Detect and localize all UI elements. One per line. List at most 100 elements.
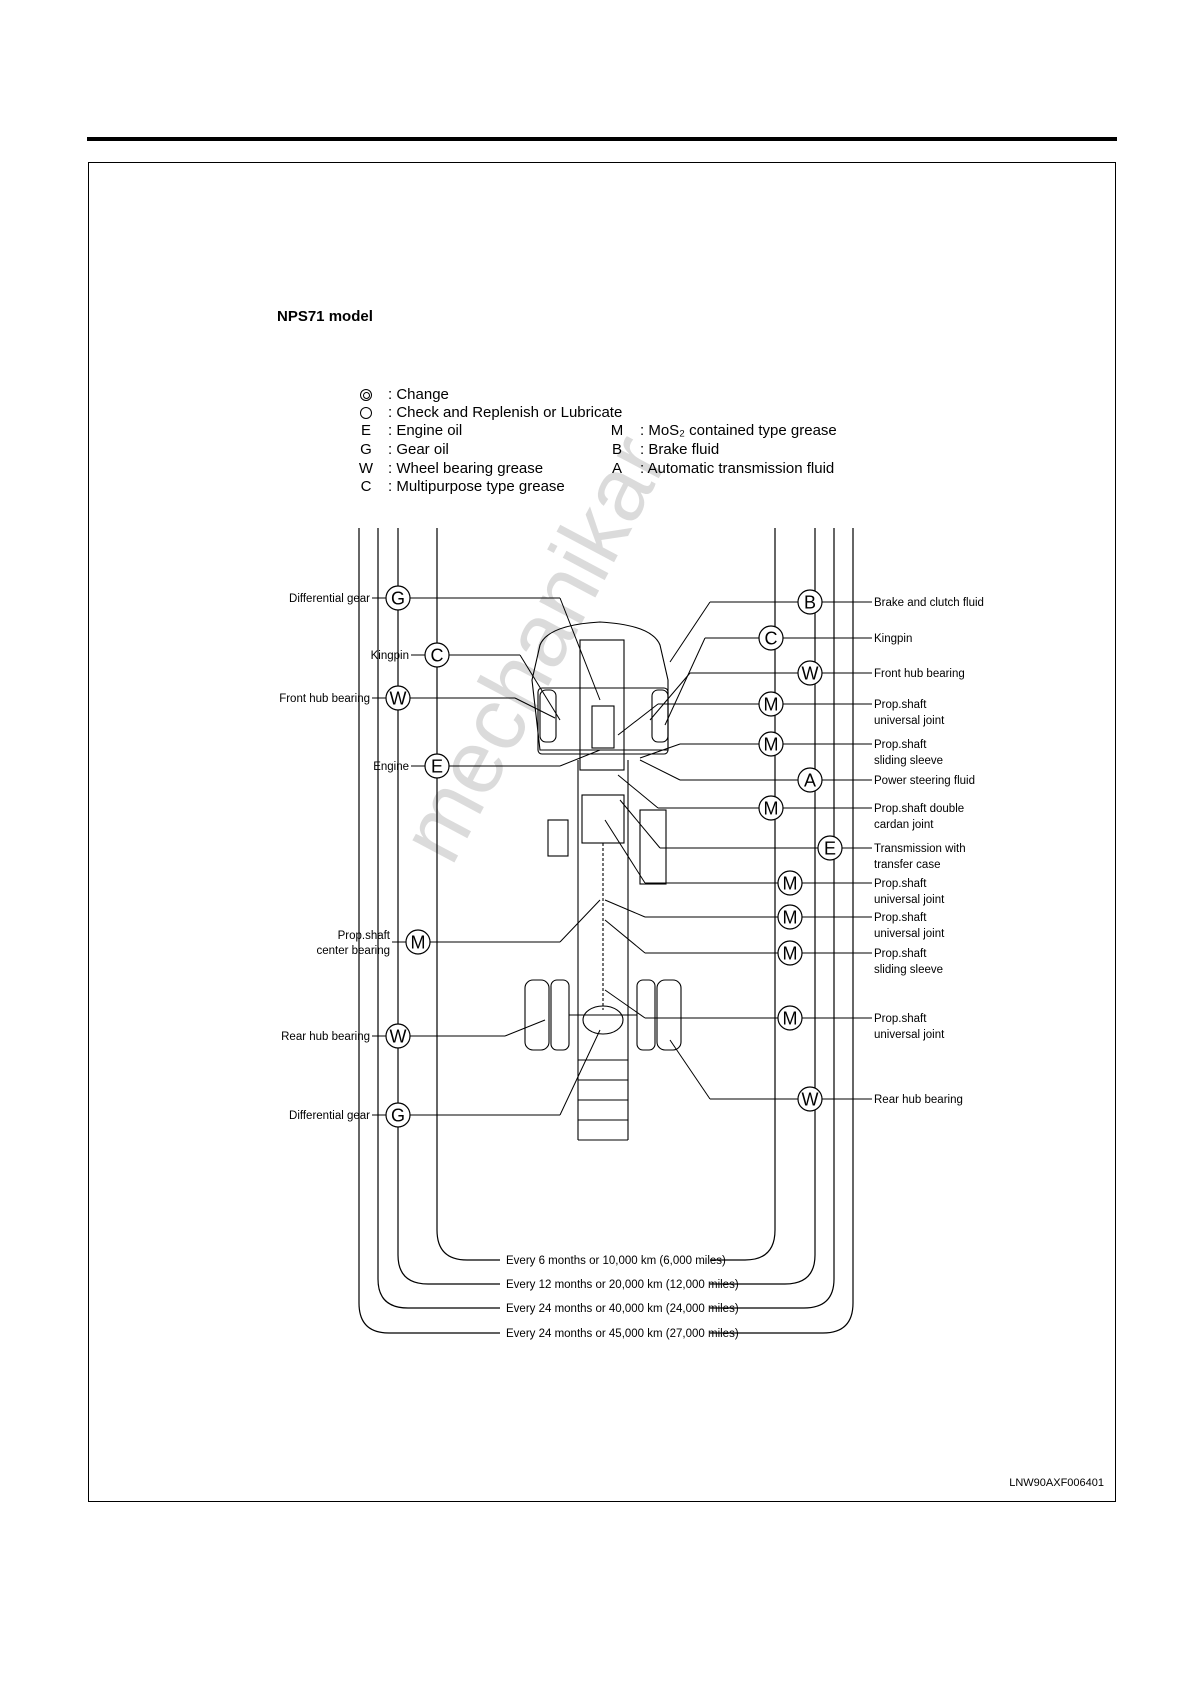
right-point-label: Rear hub bearing	[874, 1094, 963, 1106]
left-point-3: W Front hub bearing	[279, 685, 411, 711]
right-badge-e-circle	[817, 835, 843, 861]
right-badge-a-circle	[797, 767, 823, 793]
right-badge-m-circle	[777, 1005, 803, 1031]
loop-24-months-40000	[377, 528, 835, 1309]
right-badge-c-circle	[758, 625, 784, 651]
loop-12-months	[397, 528, 816, 1285]
right-badge-letter: B	[804, 593, 816, 613]
figure-code: LNW90AXF006401	[1009, 1477, 1104, 1489]
left-badge-letter: W	[390, 689, 407, 709]
rear-differential	[582, 1005, 624, 1035]
legend-wheel-bearing-grease: : Wheel bearing grease	[388, 460, 544, 477]
right-badge-m-circle	[777, 904, 803, 930]
legend-symbol-e: E	[360, 422, 371, 439]
right-point-label: sliding sleeve	[874, 755, 943, 767]
front-wheel-left	[539, 689, 557, 743]
right-point-1: B Brake and clutch fluid	[797, 589, 984, 615]
right-point-label: universal joint	[874, 928, 945, 940]
left-point-label: Rear hub bearing	[281, 1031, 370, 1043]
left-badge-w-circle	[385, 1023, 411, 1049]
engine-block	[579, 639, 625, 771]
front-wheel-right	[651, 689, 669, 743]
left-point-label: center bearing	[316, 945, 390, 957]
rear-wheel-left-outer	[524, 979, 550, 1051]
legend-brake-fluid: : Brake fluid	[640, 441, 720, 458]
left-point-2: C Kingpin	[371, 642, 450, 668]
loop-6-months	[436, 528, 776, 1261]
figure-frame	[88, 162, 1116, 1502]
legend-engine-oil: : Engine oil	[388, 422, 463, 439]
right-point-11: M Prop.shaft sliding sleeve	[777, 940, 943, 976]
battery-box	[639, 809, 667, 885]
right-badge-m-circle	[758, 731, 784, 757]
right-point-label: Power steering fluid	[874, 775, 975, 787]
left-badge-letter: C	[431, 646, 444, 666]
legend-mos2-grease: : MoS₂ contained type grease	[640, 422, 837, 439]
right-badge-m-circle	[777, 870, 803, 896]
right-point-label: Kingpin	[874, 633, 912, 645]
vehicle-chassis	[524, 621, 682, 1141]
right-badge-letter: M	[783, 944, 798, 964]
legend-change: : Change	[388, 386, 449, 403]
right-point-label: Prop.shaft	[874, 1013, 927, 1025]
right-badge-letter: M	[783, 908, 798, 928]
left-point-label: Kingpin	[371, 650, 409, 662]
loop-24-months-45000	[358, 528, 854, 1334]
rear-wheel-right-inner	[636, 979, 656, 1051]
legend-gear-oil: : Gear oil	[388, 441, 449, 458]
interval-12-months: Every 12 months or 20,000 km (12,000 mil…	[506, 1279, 739, 1291]
legend-check: : Check and Replenish or Lubricate	[388, 404, 623, 421]
left-badge-letter: M	[411, 933, 426, 953]
rear-wheel-right-outer	[656, 979, 682, 1051]
left-point-6: W Rear hub bearing	[281, 1023, 411, 1049]
right-point-label: Brake and clutch fluid	[874, 597, 984, 609]
right-point-label: transfer case	[874, 859, 940, 871]
right-badge-letter: M	[764, 695, 779, 715]
engine-core	[591, 705, 615, 749]
left-point-label: Prop.shaft	[338, 930, 391, 942]
right-badge-letter: W	[802, 1090, 819, 1110]
right-point-label: sliding sleeve	[874, 964, 943, 976]
interval-6-months: Every 6 months or 10,000 km (6,000 miles…	[506, 1255, 726, 1267]
right-point-label: Prop.shaft	[874, 948, 927, 960]
right-point-label: cardan joint	[874, 819, 934, 831]
right-point-10: M Prop.shaft universal joint	[777, 904, 945, 940]
right-point-label: Prop.shaft	[874, 912, 927, 924]
circle-icon	[355, 404, 377, 421]
left-badge-e-circle	[424, 753, 450, 779]
right-point-label: Front hub bearing	[874, 668, 965, 680]
right-point-label: universal joint	[874, 894, 945, 906]
left-point-label: Differential gear	[289, 1110, 370, 1122]
right-badge-letter: M	[783, 1009, 798, 1029]
right-point-6: A Power steering fluid	[797, 767, 975, 793]
right-point-13: W Rear hub bearing	[797, 1086, 963, 1112]
right-badge-w-circle	[797, 1086, 823, 1112]
leader-lines	[372, 597, 872, 1116]
interval-loops	[358, 528, 854, 1334]
side-tank	[547, 819, 569, 857]
right-badge-letter: A	[804, 771, 816, 791]
left-point-label: Engine	[373, 761, 409, 773]
left-badge-letter: E	[431, 757, 443, 777]
left-point-5: M Prop.shaft center bearing	[316, 929, 431, 957]
left-badge-c-circle	[424, 642, 450, 668]
right-badge-b-circle	[797, 589, 823, 615]
left-point-label: Front hub bearing	[279, 693, 370, 705]
legend-atf: : Automatic transmission fluid	[640, 460, 835, 477]
right-point-label: Transmission with	[874, 843, 966, 855]
right-point-label: Prop.shaft	[874, 739, 927, 751]
left-badge-letter: W	[390, 1027, 407, 1047]
double-circle-icon	[355, 386, 377, 403]
right-point-label: universal joint	[874, 715, 945, 727]
